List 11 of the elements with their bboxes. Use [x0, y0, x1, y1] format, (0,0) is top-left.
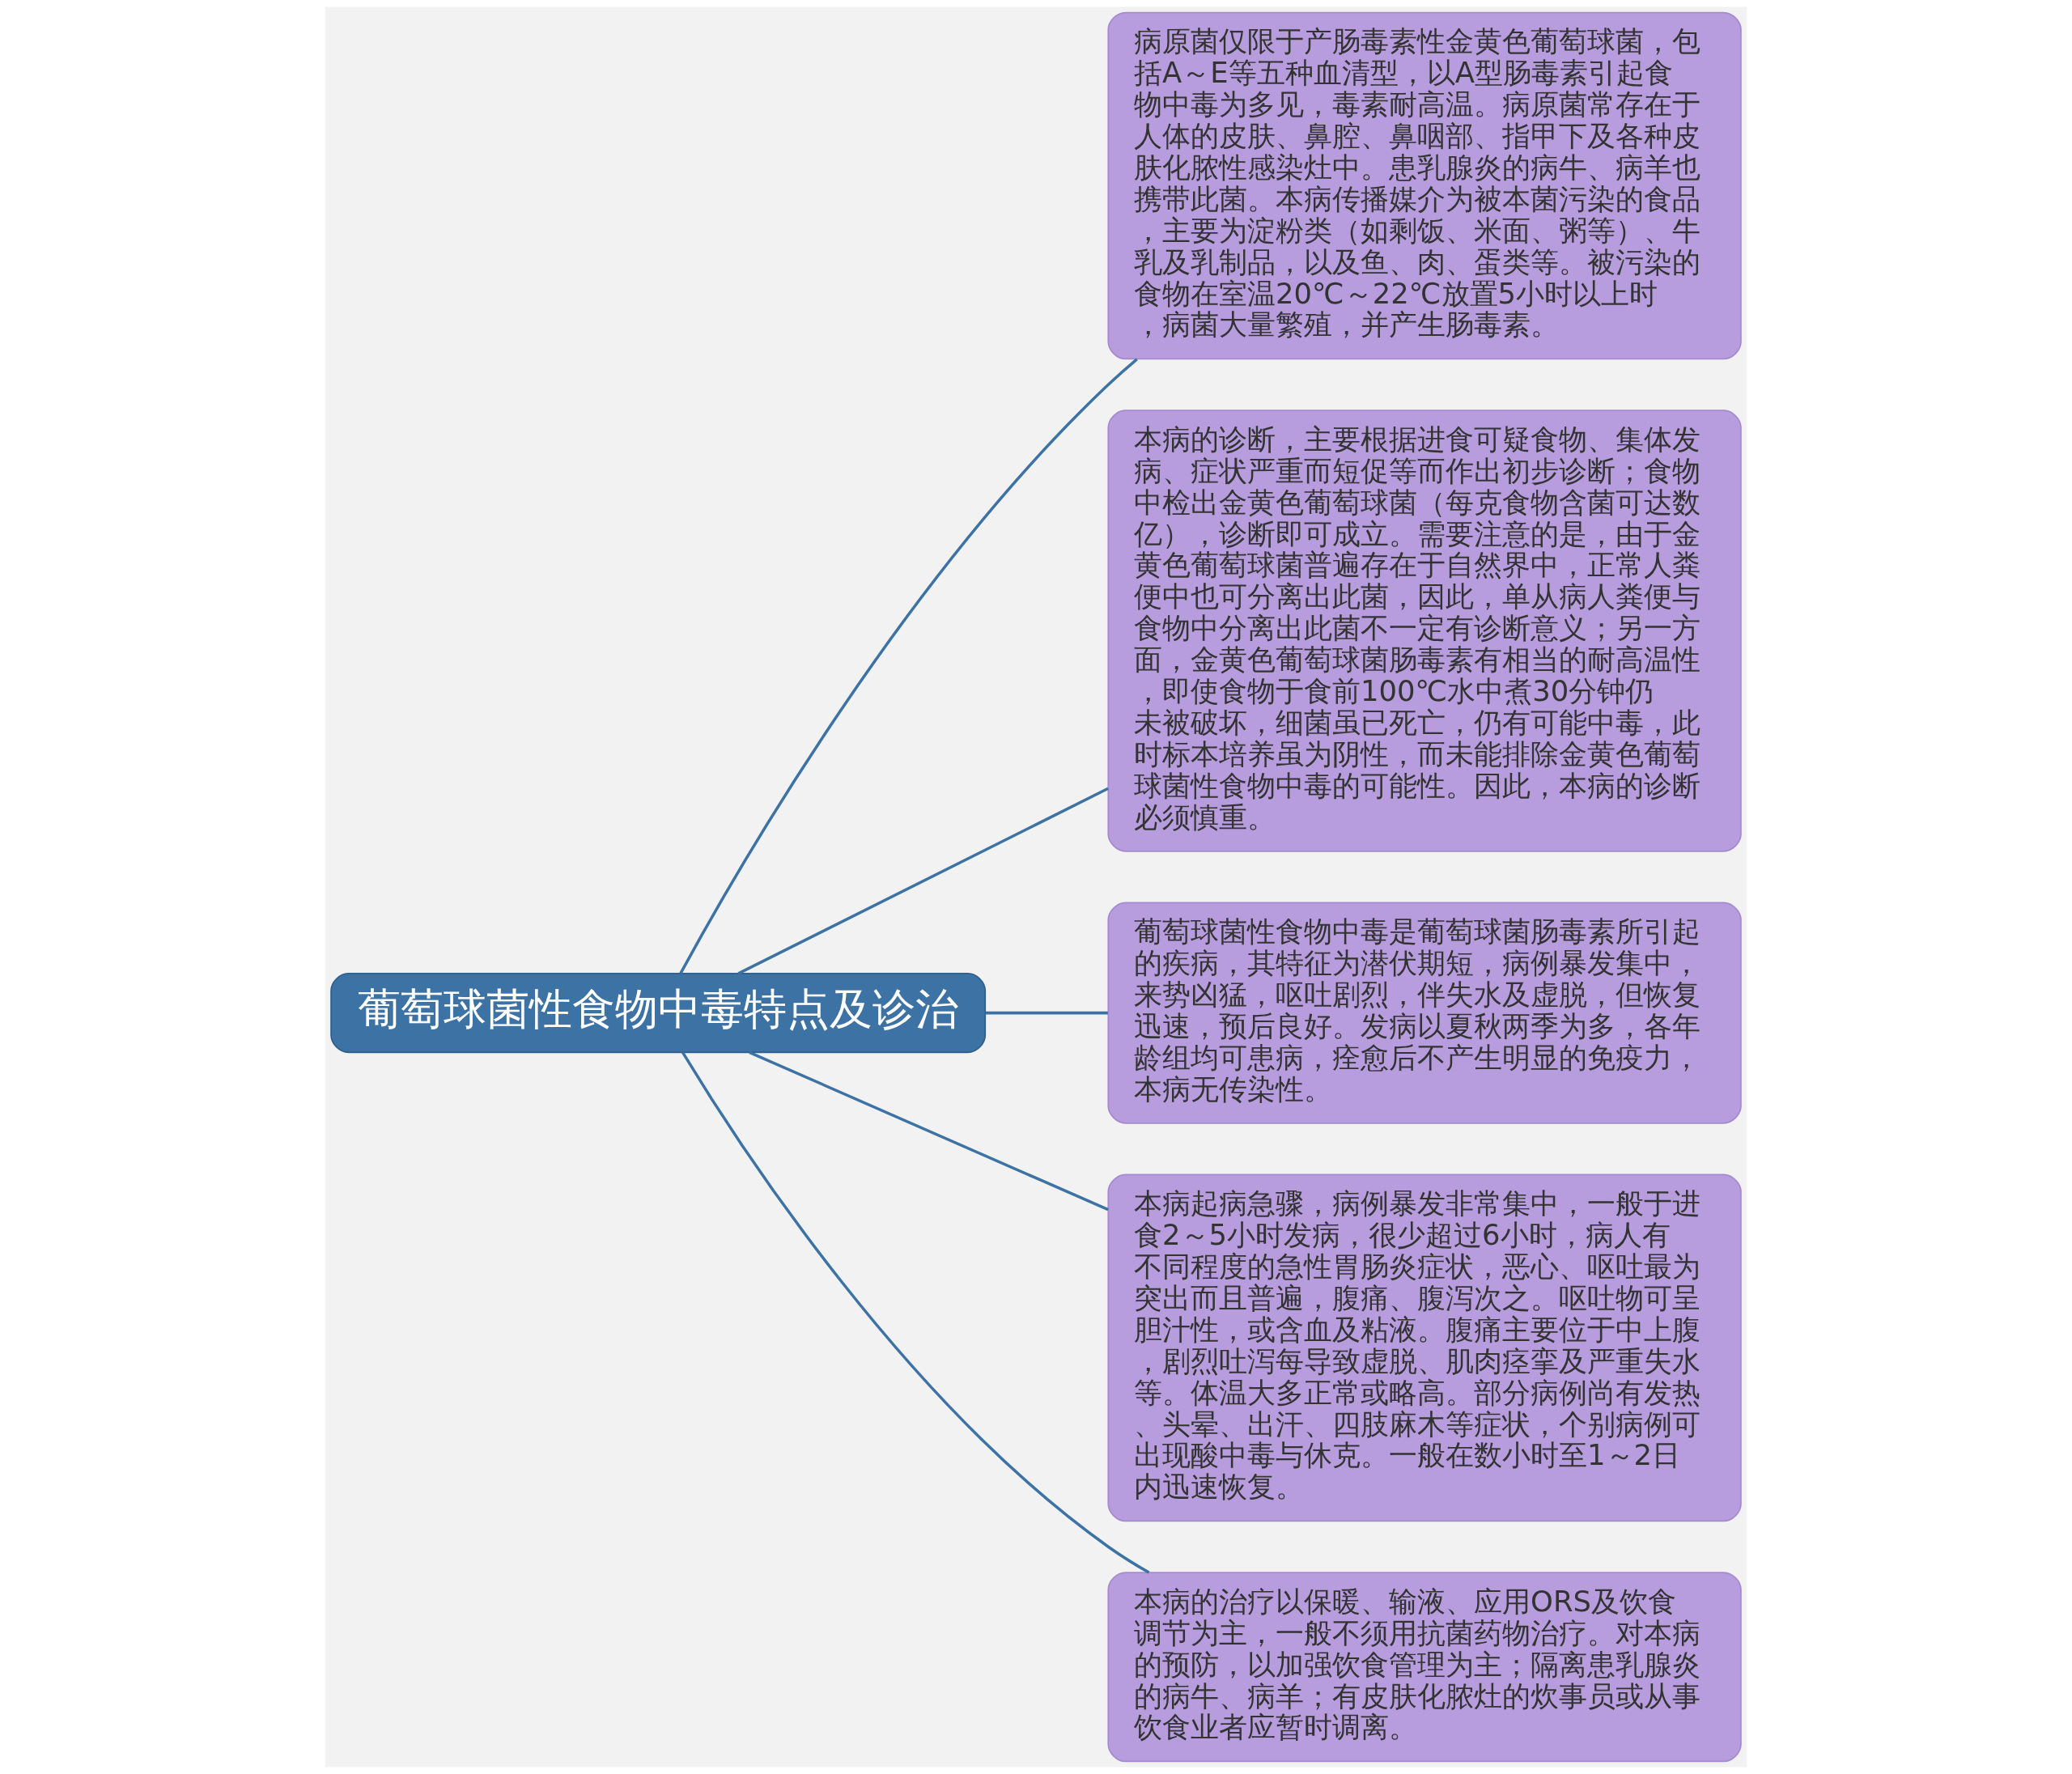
node-box: 葡萄球菌性食物中毒特点及诊治 — [330, 973, 987, 1054]
node-box: 病原菌仅限于产肠毒素性金黄色葡萄球菌，包括A～E等五种血清型，以A型肠毒素引起食物中毒为多见，毒素耐高温。病原菌常存在于人体的皮肤、鼻腔、鼻咽部、指甲下及各种皮肤化脓性感染灶中。患乳腺炎的病牛、病羊也携带此菌。本病传播媒介为被本菌污染的食品，主要为淀粉类（如剩饭、米面、粥等）、牛乳及乳制品，以及鱼、肉、蛋类等。被污染的食物在室温20℃～22℃放置5小时以上时，病菌大量繁殖，并产生肠毒素。 — [1107, 11, 1742, 360]
node-box: 葡萄球菌性食物中毒是葡萄球菌肠毒素所引起的疾病，其特征为潜伏期短，病例暴发集中，来势凶猛，呕吐剧烈，伴失水及虚脱，但恢复迅速，预后良好。发病以夏秋两季为多，各年龄组均可患病，痊愈后不产生明显的免疫力，本病无传染性。 — [1107, 902, 1742, 1124]
node-box: 本病起病急骤，病例暴发非常集中，一般于进食2～5小时发病，很少超过6小时，病人有不同程度的急性胃肠炎症状，恶心、呕吐最为突出而且普遍，腹痛、腹泻次之。呕吐物可呈胆汁性，或含血及粘液。腹痛主要位于中上腹，剧烈吐泻每导致虚脱、肌肉痉挛及严重失水等。体温大多正常或略高。部分病例尚有发热、头晕、出汗、四肢麻木等症状，个别病例可出现酸中毒与休克。一般在数小时至1～2日内迅速恢复。 — [1107, 1173, 1742, 1522]
node-box: 本病的诊断，主要根据进食可疑食物、集体发病、症状严重而短促等而作出初步诊断；食物中检出金黄色葡萄球菌（每克食物含菌可达数亿），诊断即可成立。需要注意的是，由于金黄色葡萄球菌普遍存在于自然界中，正常人粪便中也可分离出此菌，因此，单从病人粪便与食物中分离出此菌不一定有诊断意义；另一方面，金黄色葡萄球菌肠毒素有相当的耐高温性，即使食物于食前100℃水中煮30分钟仍未被破坏，细菌虽已死亡，仍有可能中毒，此时标本培养虽为阴性，而未能排除金黄色葡萄球菌性食物中毒的可能性。因此，本病的诊断必须慎重。 — [1107, 410, 1742, 852]
connector — [749, 1050, 1109, 1212]
connector — [985, 1011, 1108, 1015]
connector — [681, 1051, 1150, 1574]
node-box: 本病的治疗以保暖、输液、应用ORS及饮食调节为主，一般不须用抗菌药物治疗。对本病的预防，以加强饮食管理为主；隔离患乳腺炎的病牛、病羊；有皮肤化脓灶的炊事员或从事饮食业者应暂时调离。 — [1107, 1572, 1742, 1763]
connector — [679, 358, 1138, 974]
connector — [737, 787, 1109, 975]
